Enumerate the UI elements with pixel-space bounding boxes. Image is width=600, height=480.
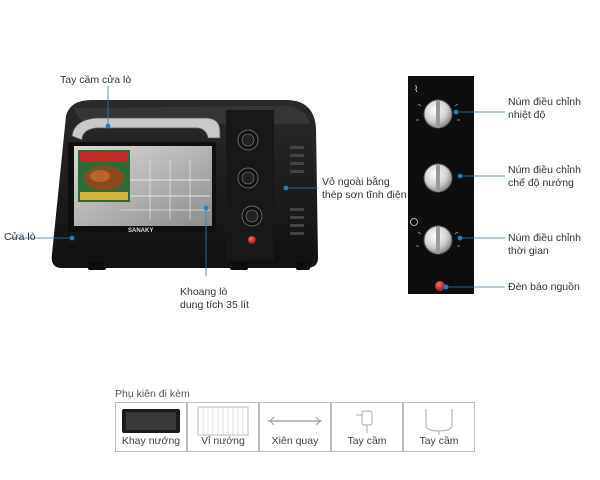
brand-text: SANAKY	[128, 228, 153, 234]
oven-window	[68, 142, 216, 232]
accessory-label-handle-2: Tay cầm	[419, 435, 459, 447]
rotisserie-spit-icon	[268, 416, 322, 426]
accessory-rack	[187, 402, 259, 452]
accessory-label-tray: Khay nướng	[121, 435, 181, 447]
rotisserie-handle-icon	[425, 409, 453, 435]
accessory-handle-2	[403, 402, 475, 452]
oven-control-panel	[226, 110, 274, 260]
label-timer-knob-line2: thời gian	[508, 245, 549, 257]
svg-text:⌇: ⌇	[414, 84, 418, 95]
label-mode-knob-line1: Núm điều chỉnh	[508, 164, 581, 176]
accessories-title: Phụ kiện đi kèm	[115, 388, 190, 400]
door-handle	[71, 117, 221, 141]
accessory-handle-1	[331, 402, 403, 452]
accessory-label-handle-1: Tay cầm	[347, 435, 387, 447]
accessory-rotisserie	[259, 402, 331, 452]
food-sticker	[78, 150, 130, 202]
accessory-tray	[115, 402, 187, 452]
wire-rack-icon	[197, 406, 249, 436]
accessory-label-rack: Vỉ nướng	[201, 435, 245, 447]
label-shell-line2: thép sơn tĩnh điện	[322, 189, 407, 201]
label-cavity-line2: dung tích 35 lít	[180, 299, 249, 311]
label-temp-knob-line1: Núm điều chỉnh	[508, 96, 581, 108]
label-temp-knob-line2: nhiệt độ	[508, 109, 546, 121]
control-panel-closeup: ⌇	[408, 76, 474, 294]
label-timer-knob-line1: Núm điều chỉnh	[508, 232, 581, 244]
label-door: Cửa lò	[4, 231, 36, 243]
label-power-light: Đèn báo nguồn	[508, 281, 580, 293]
side-vents	[290, 146, 304, 235]
baking-tray-icon	[122, 409, 180, 433]
label-door-handle: Tay cầm cửa lò	[60, 74, 132, 86]
label-shell-line1: Vỏ ngoài bằng	[322, 176, 390, 188]
accessory-label-rotisserie: Xiên quay	[271, 435, 319, 447]
handle-tool-icon	[356, 410, 373, 433]
label-cavity-line1: Khoang lò	[180, 286, 228, 298]
label-mode-knob-line2: chế độ nướng	[508, 177, 574, 189]
